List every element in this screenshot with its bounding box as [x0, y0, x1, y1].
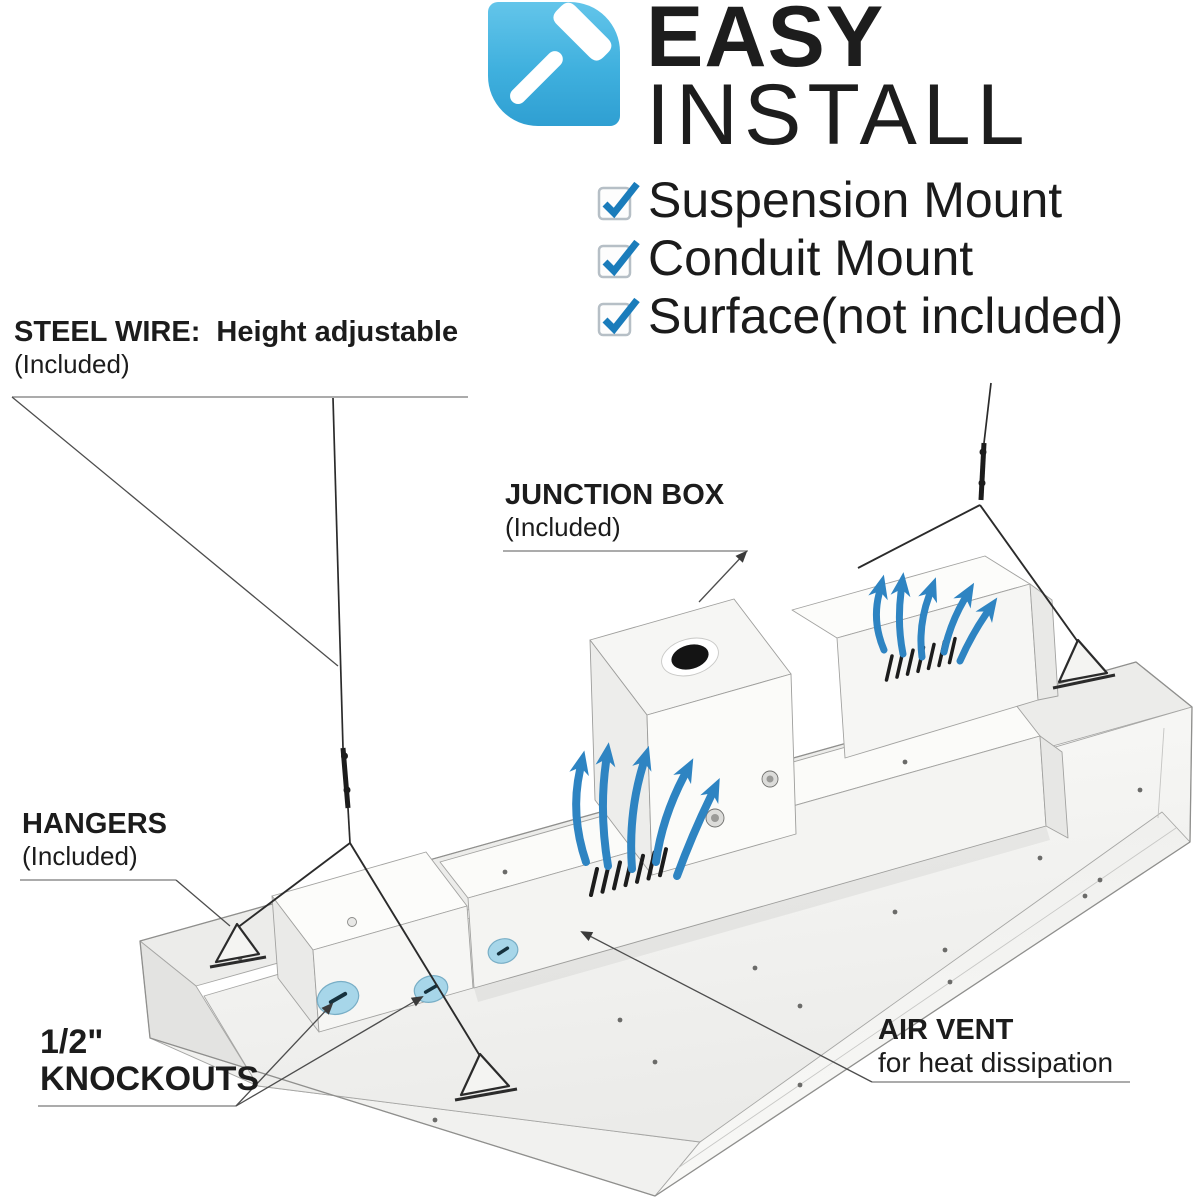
- callout-steel-wire: STEEL WIRE: Height adjustable (Included): [14, 316, 458, 380]
- junction-box-note: (Included): [505, 512, 621, 542]
- hanger-clip: [459, 1052, 511, 1097]
- hangers-title: HANGERS: [22, 808, 168, 840]
- callout-junction-box: JUNCTION BOX (Included): [505, 479, 724, 543]
- callout-hangers: HANGERS (Included): [22, 808, 167, 872]
- air-vent-title: AIR VENT: [878, 1014, 1014, 1046]
- air-vent-note: for heat dissipation: [878, 1047, 1114, 1078]
- junction-box-title: JUNCTION BOX: [505, 479, 725, 511]
- checklist-item-suspension-mount: Suspension Mount: [596, 172, 1062, 228]
- callout-air-vent: AIR VENT for heat dissipation: [878, 1014, 1113, 1078]
- junction-box: [589, 598, 797, 876]
- junction-box-bolts: [705, 770, 779, 828]
- title-line1: EASY: [646, 0, 885, 85]
- front-flange-lip: [677, 827, 1177, 1169]
- channel-shadow: [474, 826, 1050, 1002]
- checklist-label: Surface(not included): [648, 288, 1124, 344]
- checklist-label: Suspension Mount: [648, 172, 1063, 228]
- hanger-left: [209, 842, 518, 1102]
- checkbox-checked-icon: [596, 178, 642, 222]
- steel-wire-note: (Included): [14, 349, 130, 379]
- steel-wire-left: [332, 397, 351, 844]
- checklist-item-conduit-mount: Conduit Mount: [596, 230, 973, 286]
- checkbox-checked-icon: [596, 294, 642, 338]
- steel-wire-right: [978, 382, 992, 501]
- channel-right-end: [1039, 735, 1069, 839]
- title-line2: INSTALL: [646, 67, 1031, 163]
- steel-wire-title: STEEL WIRE:: [14, 316, 201, 348]
- air-vent-right: [868, 572, 998, 682]
- right-box: [791, 555, 1059, 759]
- airflow-arrows: [569, 742, 720, 880]
- checklist-label: Conduit Mount: [648, 230, 974, 286]
- air-vent-leader: [580, 931, 873, 1083]
- hanger-right: [857, 504, 1116, 690]
- knockouts-title: KNOCKOUTS: [40, 1060, 260, 1098]
- steel-wire-leader: [11, 396, 339, 667]
- air-vent-mid: [569, 742, 720, 897]
- junction-box-leader: [698, 550, 748, 603]
- checkbox-checked-icon: [596, 236, 642, 280]
- hammer-icon: [488, 2, 620, 126]
- hangers-leader: [175, 879, 231, 927]
- panel-screws: [237, 759, 1143, 1123]
- screw: [347, 917, 357, 927]
- leader-lines: [11, 396, 1130, 1107]
- hanger-clip: [214, 922, 261, 964]
- checklist-item-surface-mount: Surface(not included): [596, 288, 1123, 344]
- conduit-hole: [661, 637, 719, 677]
- junction-box-front: [646, 673, 797, 876]
- hanger-clip: [1057, 638, 1109, 684]
- knockouts-leader: [235, 995, 424, 1107]
- knockout-hole: [413, 975, 449, 1003]
- steel-wire-detail: Height adjustable: [216, 316, 459, 348]
- airflow-arrows: [868, 572, 998, 665]
- callout-underlines: [12, 396, 1130, 1107]
- hangers-note: (Included): [22, 841, 138, 871]
- knockouts-leader: [235, 1002, 334, 1107]
- suspension-hardware: [209, 382, 1116, 1102]
- vent-slots: [589, 847, 668, 897]
- knockouts-size: 1/2": [40, 1023, 104, 1061]
- right-end-fold: [1157, 727, 1165, 819]
- callout-knockouts: 1/2" KNOCKOUTS: [40, 1024, 259, 1098]
- knockout-hole: [487, 938, 519, 964]
- fixture-outline: [139, 661, 1193, 1197]
